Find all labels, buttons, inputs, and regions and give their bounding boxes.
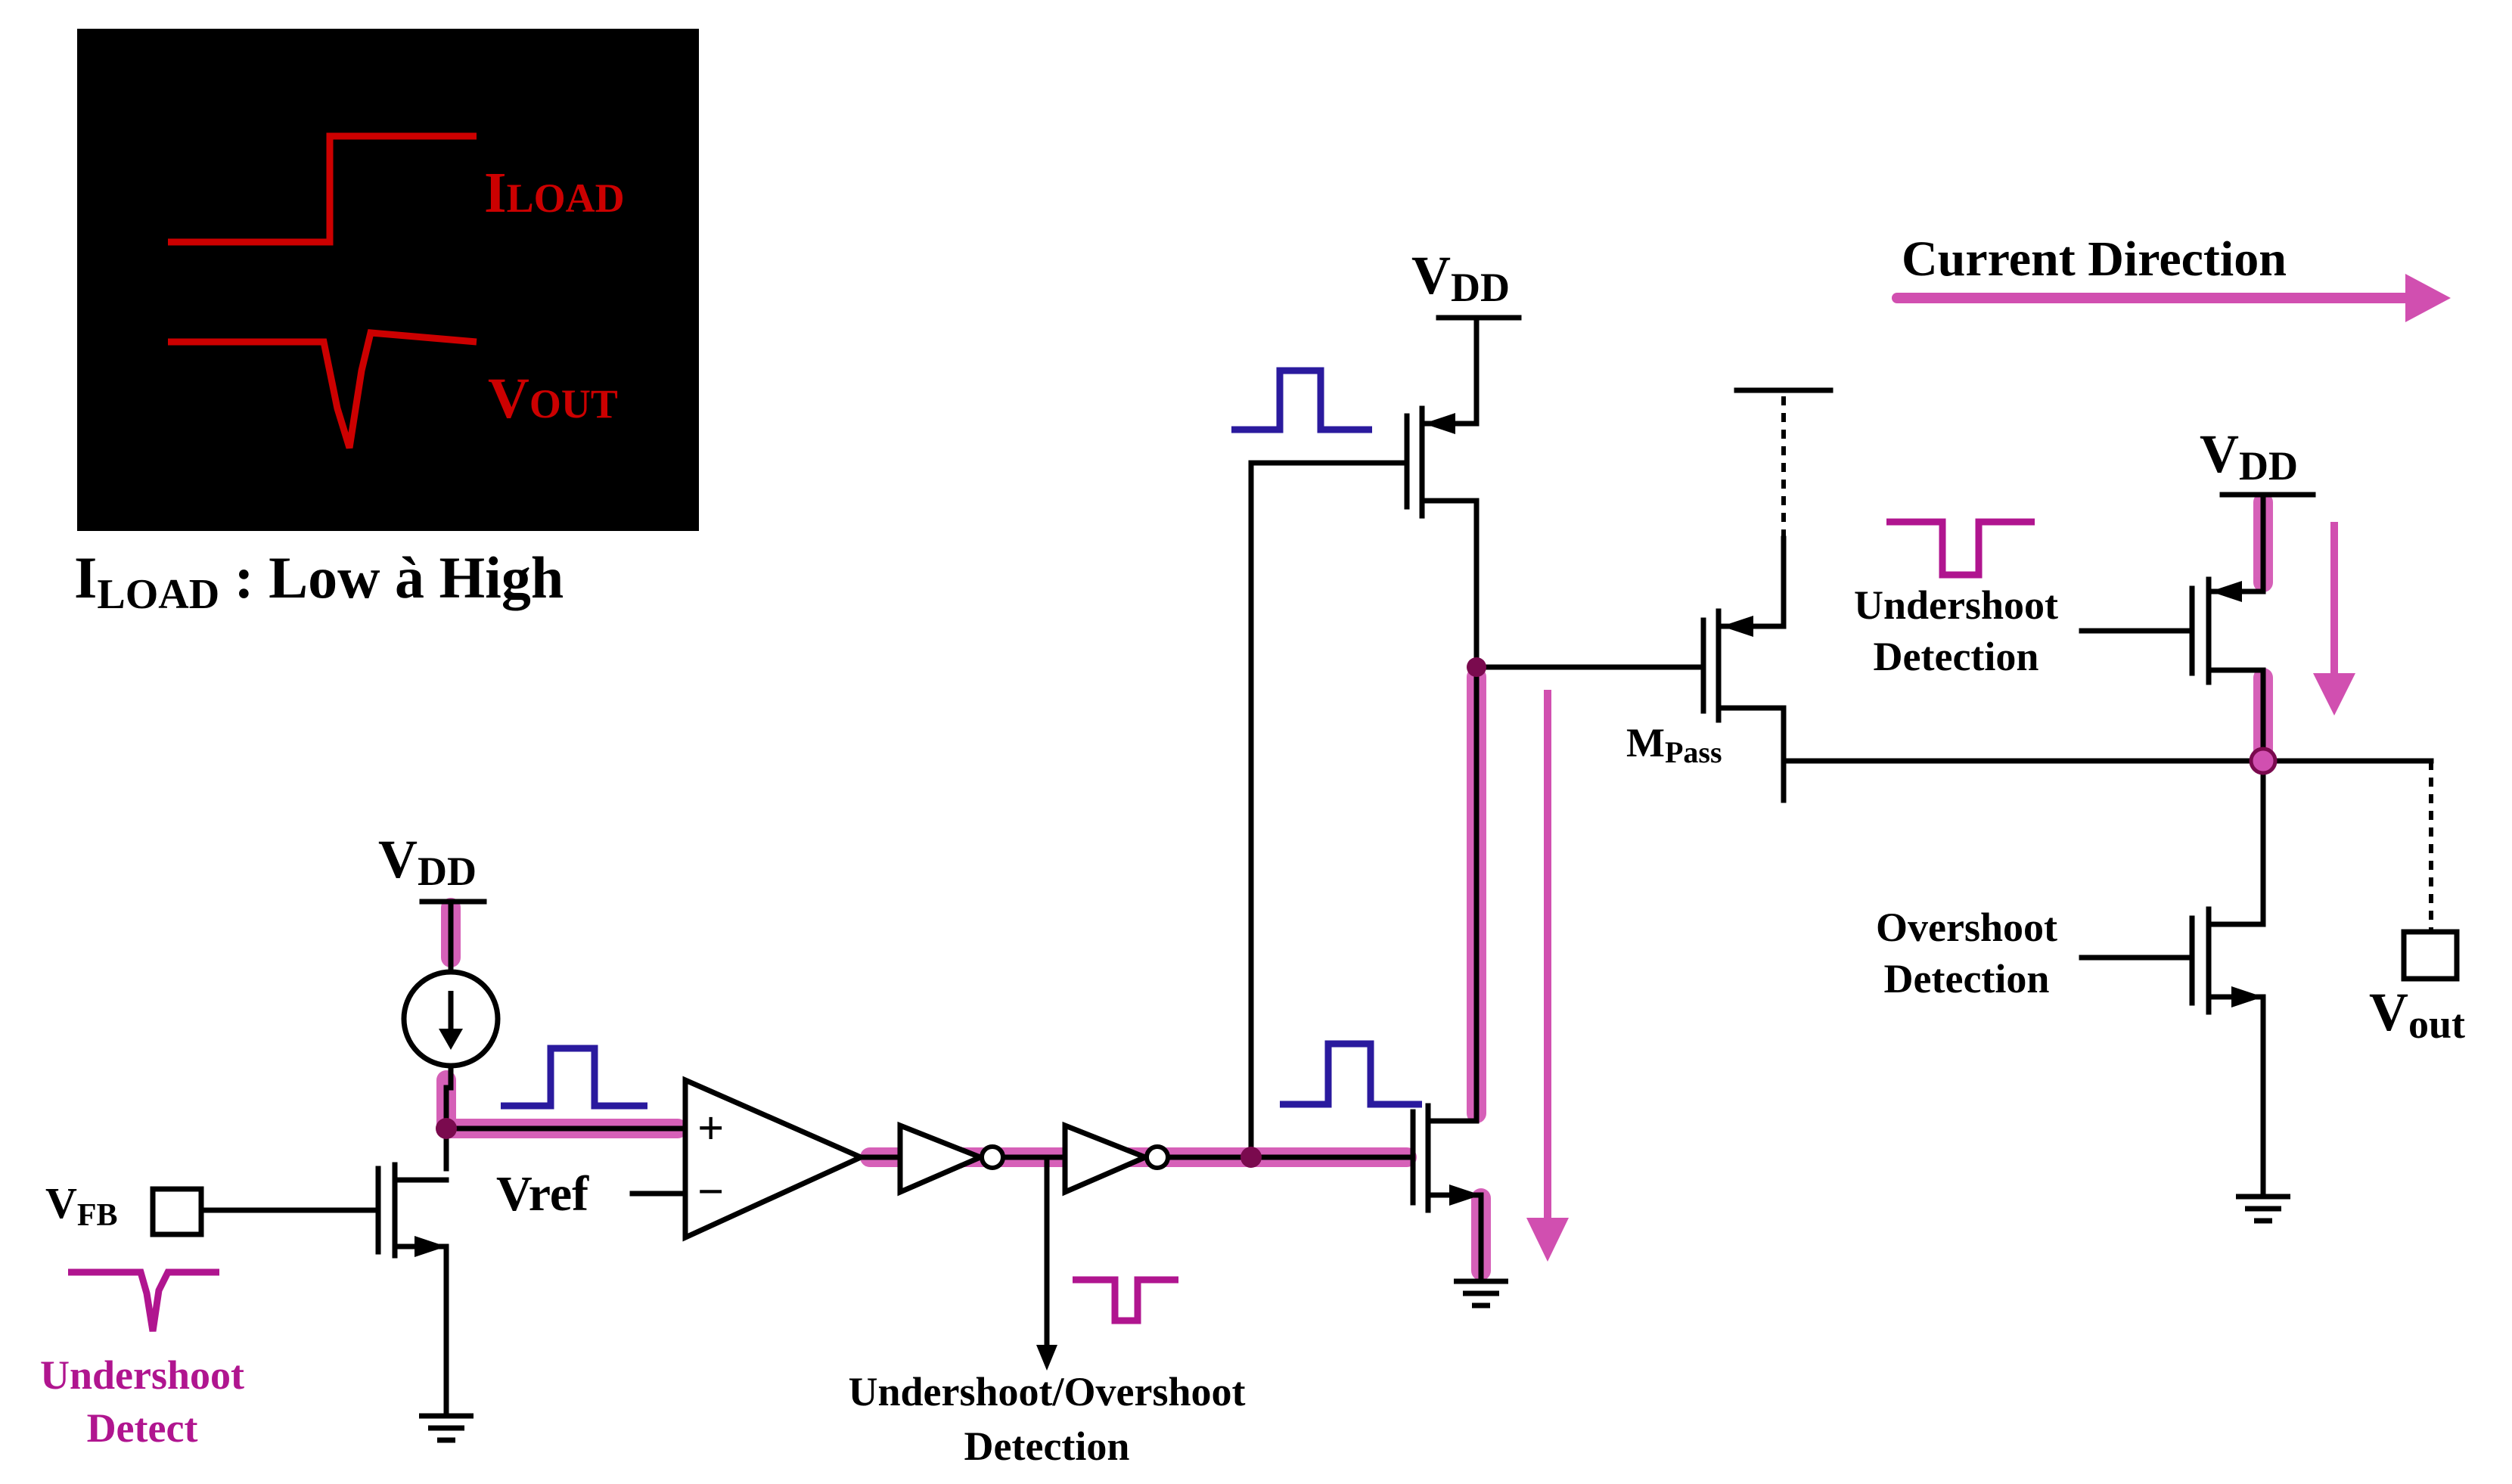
us-os-detection-label-2: Detection (964, 1423, 1130, 1469)
legend-caption: ILOAD : Low à High (74, 545, 564, 618)
comparator-plus: + (697, 1103, 724, 1154)
node-dot-output (2249, 747, 2278, 775)
text-labels: VDD VDD VDD VFB Vref MPass Vout Current … (40, 231, 2465, 1469)
inverter-2-body (1062, 1121, 1153, 1197)
pulse-blue-bot-gate (1280, 1040, 1422, 1108)
circuit-wires (201, 315, 2434, 1419)
ground-symbols (419, 1194, 2290, 1443)
inverter-2-bubble (1144, 1144, 1170, 1170)
arrow-down-right-head (2313, 673, 2355, 716)
node-dot-left (436, 1118, 457, 1139)
current-source (401, 969, 501, 1069)
inverter-1-body (897, 1121, 988, 1197)
vout-terminal (2401, 929, 2460, 982)
arrow-detection-tap (1036, 1345, 1057, 1371)
arrow-nmos-bot (1449, 1184, 1481, 1206)
vfb-terminal (150, 1186, 204, 1237)
pulse-blue-comp-input (501, 1045, 647, 1110)
arrow-nmos-left (415, 1236, 446, 1257)
comparator: + − (682, 1076, 868, 1242)
pulse-blue-top-gate (1231, 367, 1372, 433)
pulse-magenta-vfb (68, 1268, 219, 1332)
ground-right (2236, 1194, 2290, 1224)
vdd-label-left: VDD (378, 829, 477, 894)
vout-dip-trace (168, 329, 477, 449)
us-os-detection-label-1: Undershoot/Overshoot (849, 1369, 1246, 1414)
inverter-2 (1062, 1121, 1170, 1197)
arrow-pmos-right (2210, 581, 2242, 602)
inverter-1-bubble (980, 1144, 1005, 1170)
arrow-down-driver-head (1526, 1218, 1569, 1262)
overshoot-detection-label-2: Detection (1884, 956, 2050, 1001)
current-direction-label: Current Direction (1902, 231, 2287, 287)
iload-step-trace (168, 132, 477, 246)
vfb-label: VFB (45, 1178, 118, 1233)
pulse-icons (68, 367, 2035, 1332)
comparator-minus: − (697, 1166, 724, 1218)
mpass-label: MPass (1626, 720, 1722, 769)
legend-box: ILOAD VOUT (77, 29, 699, 531)
inverter-1 (897, 1121, 1005, 1197)
undershoot-detect-label-2: Detect (87, 1405, 198, 1451)
arrow-mpass (1722, 616, 1753, 637)
pulse-magenta-undershoot (1886, 518, 2035, 579)
current-source-arrow-head (439, 1029, 463, 1050)
undershoot-detect-label-1: Undershoot (40, 1352, 244, 1398)
ground-driver (1454, 1278, 1508, 1309)
vref-label: Vref (496, 1166, 589, 1222)
comparator-body (682, 1076, 868, 1242)
vout-legend-label: VOUT (488, 367, 618, 430)
undershoot-detection-label-2: Detection (1874, 634, 2039, 679)
ground-left (419, 1413, 474, 1443)
node-dots (436, 657, 2278, 1168)
overshoot-detection-label-1: Overshoot (1876, 905, 2057, 950)
arrow-nmos-right (2231, 986, 2263, 1007)
iload-legend-label: ILOAD (484, 161, 625, 225)
undershoot-detection-label-1: Undershoot (1854, 582, 2058, 628)
vout-label: Vout (2369, 982, 2465, 1047)
pulse-magenta-detection (1073, 1276, 1178, 1324)
vdd-label-right: VDD (2200, 424, 2298, 489)
vdd-label-mid: VDD (1411, 245, 1510, 310)
node-dot-inverter (1240, 1147, 1262, 1168)
dotted-connections (1781, 390, 2433, 932)
current-direction-arrows (1526, 274, 2451, 1262)
current-direction-legend-head (2405, 274, 2451, 322)
node-dot-drive (1467, 657, 1486, 677)
transistor-arrows (415, 413, 2263, 1371)
legend-background (77, 29, 699, 531)
arrow-pmos-top (1424, 413, 1455, 434)
